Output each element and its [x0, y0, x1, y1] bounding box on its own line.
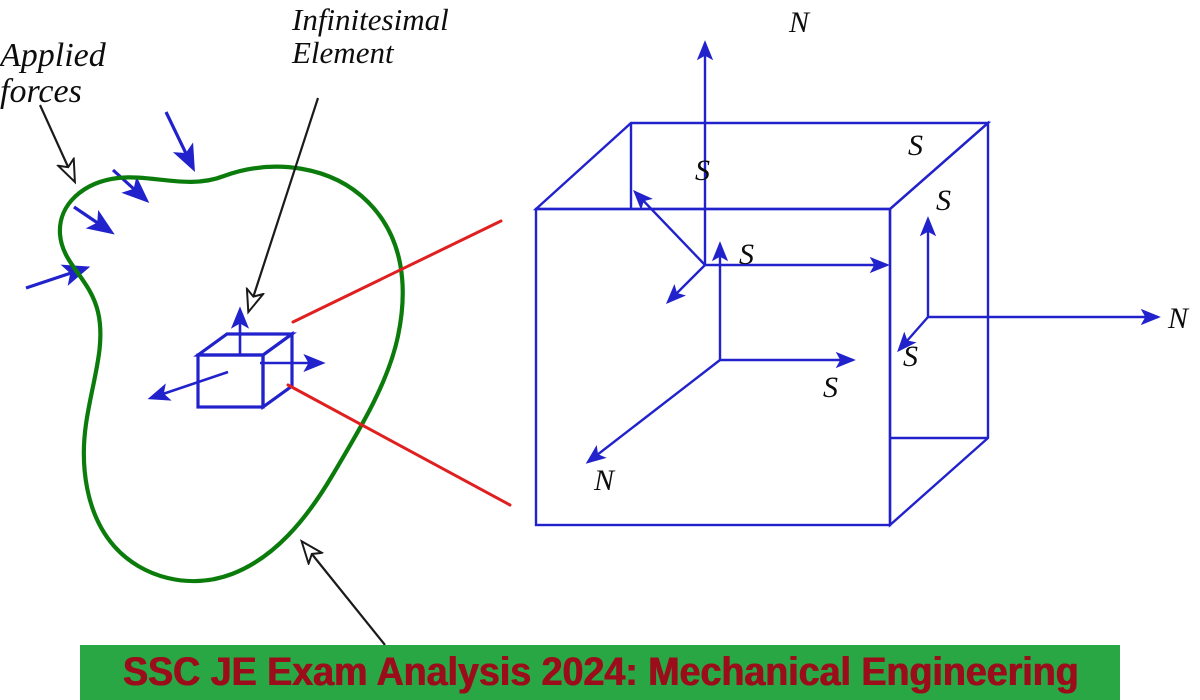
stress-components-top-face	[633, 40, 890, 274]
label-top-face-shear-right: S	[908, 129, 923, 162]
applied-force-arrow-2	[111, 168, 150, 204]
infinitesimal-element-label: Infinitesimal Element	[292, 2, 449, 70]
label-front-face-shear-up: S	[739, 238, 754, 271]
label-front-face-shear-right: S	[823, 371, 838, 404]
label-right-face-shear-up: S	[936, 184, 951, 217]
stress-components-front-face	[585, 241, 856, 464]
front-face-normal-arrow	[585, 359, 721, 464]
label-right-face-shear-down: S	[903, 340, 918, 373]
title-banner-text: SSC JE Exam Analysis 2024: Mechanical En…	[122, 650, 1078, 694]
applied-forces-label: Applied forces	[0, 37, 106, 111]
top-face-shear-downleft-arrow	[665, 264, 706, 305]
label-top-face-shear-left: S	[695, 154, 710, 187]
small-cube-arrow-downleft	[147, 370, 229, 401]
banner-pointer	[303, 543, 386, 646]
infinitesimal-cube	[147, 306, 326, 411]
label-top-face-normal: N	[789, 6, 810, 39]
zoom-leader-line-bottom	[286, 383, 512, 507]
applied-force-arrow-1	[164, 111, 195, 173]
applied-force-arrow-3	[73, 205, 115, 235]
applied-forces-pointer	[38, 104, 74, 180]
top-face-shear-left-arrow	[633, 189, 706, 266]
small-cube-front-face	[196, 353, 265, 409]
zoom-leader-line-top	[291, 219, 503, 324]
title-banner: SSC JE Exam Analysis 2024: Mechanical En…	[80, 645, 1120, 700]
infinitesimal-element-pointer	[249, 97, 320, 310]
cube-front-face	[534, 207, 892, 527]
applied-force-arrows	[25, 111, 195, 290]
small-cube-right-face	[261, 330, 294, 411]
right-face-shear-downleft-arrow	[897, 316, 929, 353]
label-front-face-normal: N	[594, 464, 615, 497]
zoom-leader-lines	[286, 219, 512, 507]
stress-components-right-face	[897, 216, 1161, 353]
body-outline	[57, 164, 405, 584]
stress-cube-wireframe	[532, 120, 992, 528]
label-right-face-normal: N	[1168, 302, 1189, 335]
